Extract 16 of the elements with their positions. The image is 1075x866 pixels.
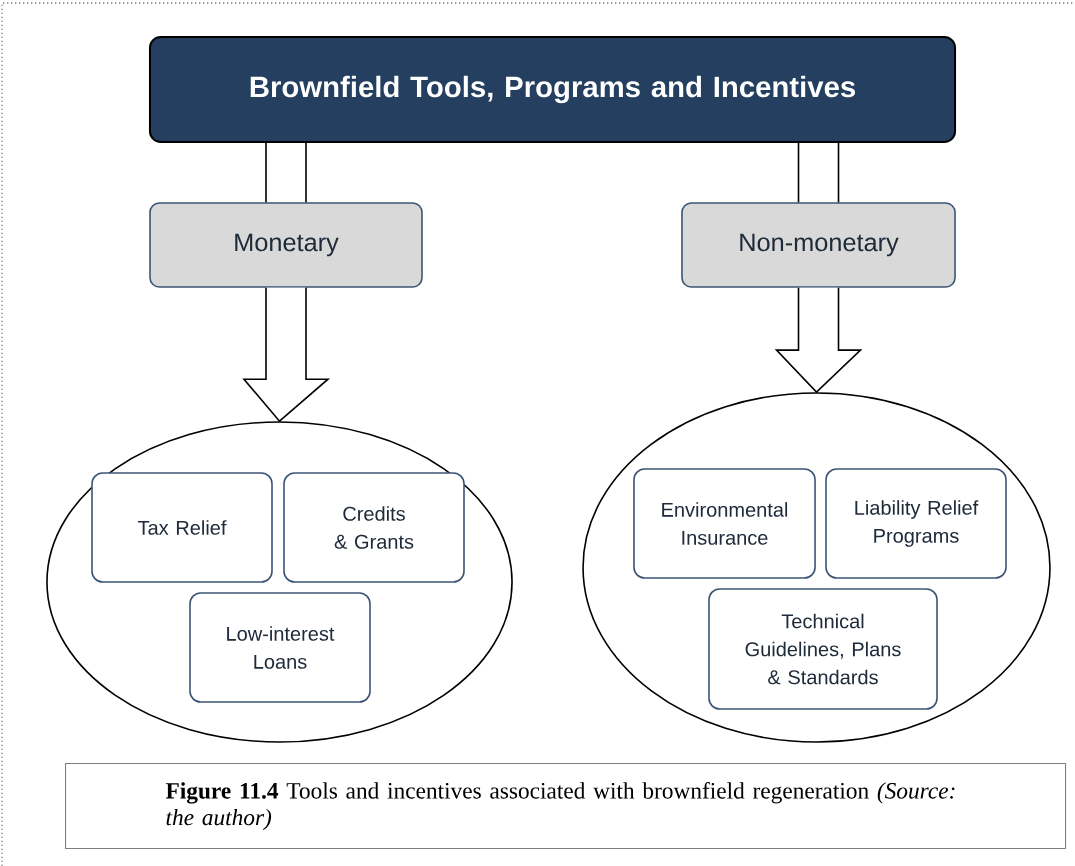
caption-box: Figure 11.4 Tools and incentives associated with brownfield regeneration (Source: the author) [65,763,1067,850]
item-box: Environmental Insurance [633,468,816,579]
group-ellipse [582,392,1051,743]
category-box: Non-monetary [681,202,956,288]
block-arrow [774,287,863,394]
title-box: Brownfield Tools, Programs and Incentives [148,35,957,144]
item-box: Liability Relief Programs [825,468,1007,579]
item-box: Tax Relief [91,472,273,583]
block-arrow [242,287,331,423]
item-box: Low-interest Loans [189,592,371,703]
item-box: Credits & Grants [283,472,465,583]
category-box: Monetary [149,202,423,288]
arrow-shaft [797,142,840,203]
arrow-shaft [265,142,307,203]
item-box: Technical Guidelines, Plans & Standards [708,588,938,710]
group-ellipse [46,421,513,743]
